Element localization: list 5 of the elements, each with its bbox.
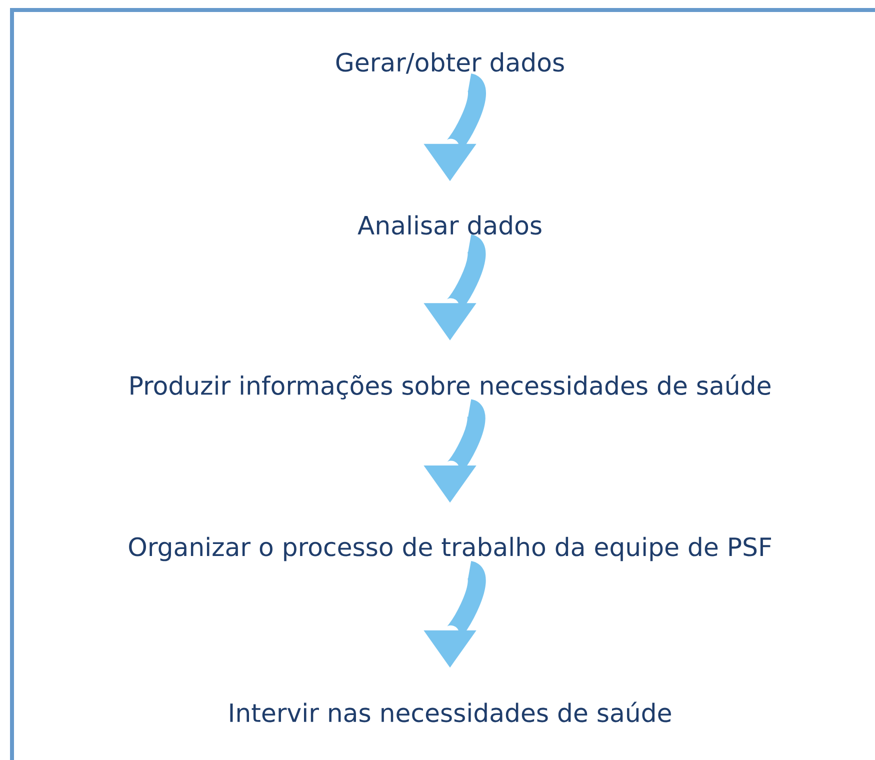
step-text: Organizar o processo de trabalho da equipe de PSF <box>129 536 771 562</box>
step-text: Produzir informações sobre necessidades de saúde <box>130 374 770 400</box>
step-text: Gerar/obter dados <box>336 52 564 74</box>
step-text: Intervir nas necessidades de saúde <box>230 702 671 722</box>
step-text: Analisar dados <box>358 215 542 235</box>
